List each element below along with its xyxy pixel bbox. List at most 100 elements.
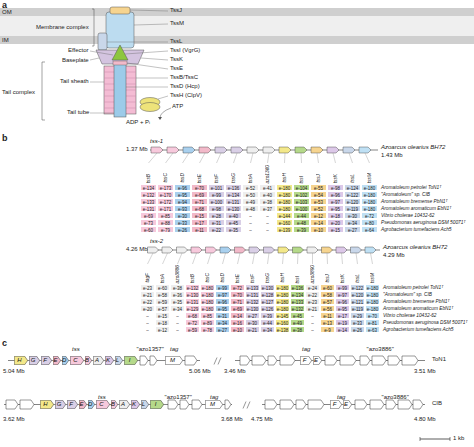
gene-arrow [280,356,295,365]
mapping-line [349,153,353,163]
mapping-line [342,253,343,264]
e-value-cell: e-145 [275,312,290,319]
gene-arrow [325,356,337,365]
gene-arrow [206,247,217,253]
tssl-protein [98,33,107,50]
gene-arrow [278,247,289,253]
coordinate: 4.29 Mb [383,252,405,259]
e-value-cell: e-71 [230,298,245,305]
e-value-cell: e-180 [200,291,215,298]
e-value-cell: e-127 [260,298,275,305]
e-value-cell: e-57 [320,298,335,305]
arrow-outline [62,356,68,364]
e-value-cell: – [170,312,185,319]
e-value-cell: e-134 [225,191,242,198]
gene-arrow [265,400,277,409]
e-value-cell: e-27 [215,326,230,333]
atp-arrow [160,108,171,118]
gene-letter: E [79,400,84,409]
e-value-cell: e-180 [275,291,290,298]
e-value-cell: e-180 [365,305,380,312]
gene-letter: G [29,356,37,365]
gene-letter: L [141,400,146,409]
e-value-cell: e-102 [293,191,310,198]
arrow-outline [70,356,83,364]
gene-arrow: H [14,356,28,365]
e-value-cell: e-171 [157,205,174,212]
column-header: tssE [197,174,202,183]
column-header: tssI [295,276,300,283]
e-value-cell: e-68 [185,312,200,319]
gene-arrow [296,400,306,409]
strain-name: ToN1 [432,356,446,363]
organism-name: Pseudomonas aeruginosa DSM 50071ᵀ [383,319,467,326]
column-header: tssK [340,274,345,283]
cluster-name: tss [98,394,106,401]
e-value-cell: e-38 [170,284,185,291]
break-mark [218,358,221,365]
e-value-cell: e-93 [174,205,191,212]
e-value-cell: e-29 [350,312,365,319]
gene-arrow [220,247,231,253]
coordinate: 5.06 Mb [189,368,211,375]
protein-name: TssL [170,38,182,45]
e-value-cell: e-134 [140,184,157,191]
cluster-name: tss-2 [150,238,163,245]
e-value-cell: e-69 [191,191,208,198]
e-value-cell: e-10 [310,226,327,233]
mapping-line [163,253,168,264]
e-value-cell: e-69 [140,212,157,219]
gene-arrow [355,400,367,409]
gene-arrow [162,247,173,253]
gene-arrow [268,356,277,365]
e-value-cell: – [259,226,276,233]
e-value-cell: e-23 [305,298,320,305]
gene-arrow: E [343,400,352,409]
e-value-cell: e-97 [215,291,230,298]
coordinate: 3.46 Mb [224,368,246,375]
e-value-cell: e-132 [185,284,200,291]
e-value-cell: – [242,212,259,219]
gene-arrow: F [300,356,312,365]
clpv-ring [140,103,160,112]
e-value-cell: e-27 [245,312,260,319]
mapping-line [208,253,212,264]
e-value-cell: e-12 [310,212,327,219]
arrow-outline [141,400,148,408]
e-value-cell: e-133 [290,298,305,305]
leader-line [136,78,168,79]
gene-arrow [322,247,333,253]
e-value-cell: e-49 [242,198,259,205]
e-value-cell: e-35 [225,226,242,233]
organism-name: Agrobacterium tumefaciens Ach5 [381,226,451,233]
gene-letter: F [330,400,339,409]
e-value-cell: e-21 [245,326,260,333]
e-value-cell: e-119 [344,205,361,212]
e-value-cell: e-9 [320,326,335,333]
gene-arrow: A [119,400,130,409]
gene-letter: D [88,400,92,409]
arrow-outline [40,400,53,408]
column-header: tssI [299,176,304,183]
organism-name: Aromatoleum bremense PbN1ᵀ [383,298,449,305]
gene-name: "azo3886" [382,394,409,401]
e-value-cell: e-27 [344,226,361,233]
cluster-name: tag [170,346,178,353]
break-mark [214,358,217,365]
gene-letter: H [40,400,51,409]
e-value-cell: e-50 [242,191,259,198]
e-value-cell: e-180 [200,284,215,291]
organism-name: Pseudomonas aeruginosa DSM 50071ᵀ [381,219,465,226]
e-value-cell: e-59 [185,326,200,333]
gene-letter: E [343,400,349,409]
mapping-line [284,153,286,163]
e-value-cell: e-17 [191,219,208,226]
e-value-cell: e-144 [276,212,293,219]
arrow-outline [79,400,86,408]
column-header: tagF [145,273,150,283]
e-value-cell: e-180 [276,205,293,212]
protein-name: TssD (Hcp) [170,83,200,90]
mapping-line [371,253,373,264]
column-header: tssM [367,173,372,183]
organism-name: Agrobacterium tumefaciens Ach5 [383,326,453,333]
